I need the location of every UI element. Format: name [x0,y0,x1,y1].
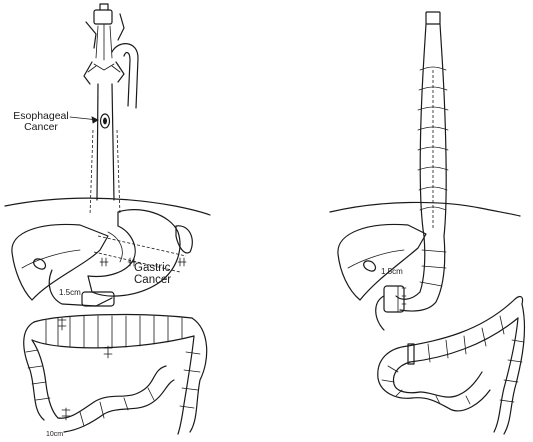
spleen-left [176,226,192,253]
left-figure-preop [5,4,210,434]
descending-colon-right [494,304,524,434]
liver-right [338,224,426,300]
esophageal-cancer-label: Esophageal Cancer [8,111,74,133]
diaphragm-left [5,198,210,215]
right-figure-postop [330,12,524,434]
left-distance-label: 1.5cm [59,289,81,297]
ascending-colon-left [24,322,58,420]
right-distance-label: 1.5cm [381,268,403,276]
neck-vessels [84,4,138,108]
ascending-loop-right [378,346,452,410]
gallbladder-left [34,259,46,269]
transverse-colon-left [32,315,194,348]
esophageal-cancer-arrow [70,117,98,123]
bottom-distance-label: 10cm [46,431,63,438]
transverse-colon-right [408,297,523,364]
gastric-cancer-label: Gastric Cancer [134,262,171,286]
cologastric-anastomosis [376,286,406,330]
esophagus-left [90,84,120,215]
colon-interposition [418,56,448,236]
diaphragm-right [330,202,520,216]
gallbladder-right [364,261,376,271]
cervical-stoma [426,12,440,24]
